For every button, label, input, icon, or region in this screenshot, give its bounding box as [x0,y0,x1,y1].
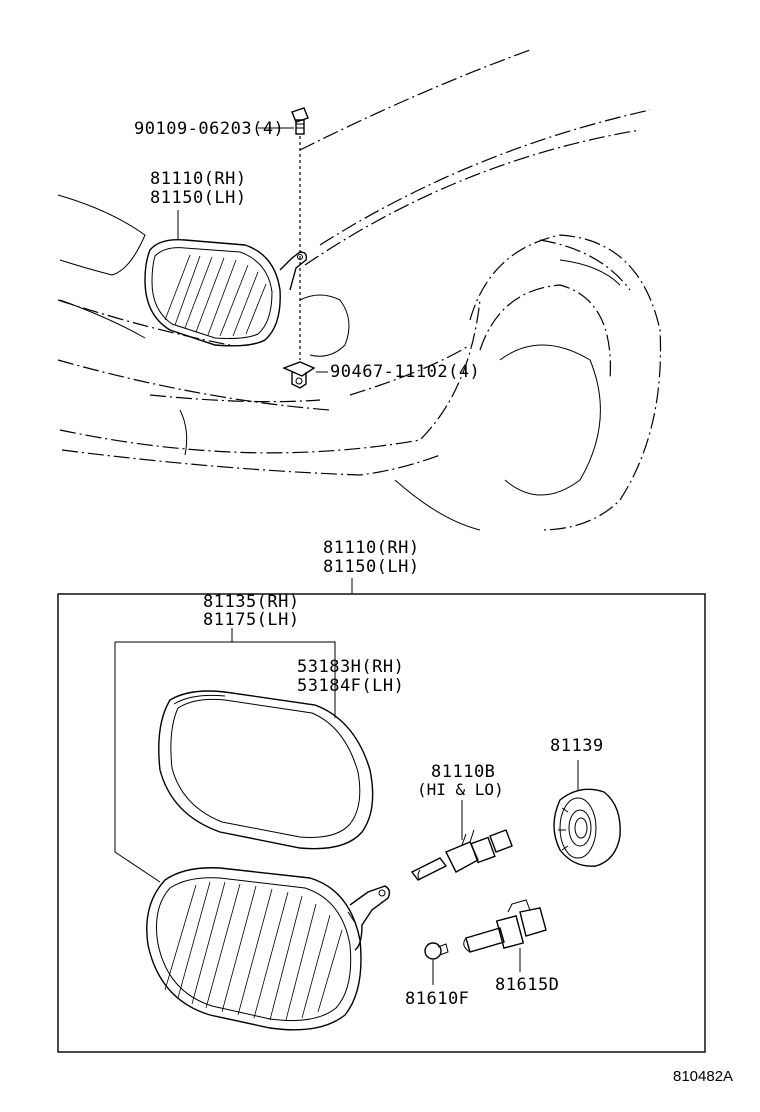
label-nut: 90467-11102(4) [330,362,480,382]
drawing-reference: 810482A [673,1068,733,1085]
gasket-ring [158,690,374,850]
label-assy-rh: 81110(RH) [323,538,420,558]
label-bulb-main-note: (HI & LO) [417,780,504,799]
small-bulb-icon [424,942,449,960]
label-gasket-rh: 53183H(RH) [297,657,404,677]
leader-lens [115,641,336,718]
bulb-socket-icon [553,788,621,867]
car-body-outline [57,49,662,531]
leader-lens-lower [114,642,161,883]
label-lens-lh: 81175(LH) [203,610,300,630]
fog-lamp-installed [144,239,308,347]
assembly-frame [57,593,706,1053]
label-lamp-top-lh: 81150(LH) [150,188,247,208]
label-lamp-top-rh: 81110(RH) [150,169,247,189]
label-bulb-main: 81110B [431,762,495,782]
label-gasket-lh: 53184F(LH) [297,676,404,696]
clip-nut-icon [282,361,316,389]
label-bulb-holder: 81615D [495,975,559,995]
label-bolt: 90109-06203(4) [134,119,284,139]
bulb-holder-icon [463,899,547,953]
bolt-icon [291,107,309,360]
label-socket: 81139 [550,736,604,756]
fog-lamp-body [146,867,391,1031]
headlight-bulb-icon [410,829,513,881]
label-lens-rh: 81135(RH) [203,592,300,612]
label-small-bulb: 81610F [405,989,469,1009]
label-assy-lh: 81150(LH) [323,557,420,577]
